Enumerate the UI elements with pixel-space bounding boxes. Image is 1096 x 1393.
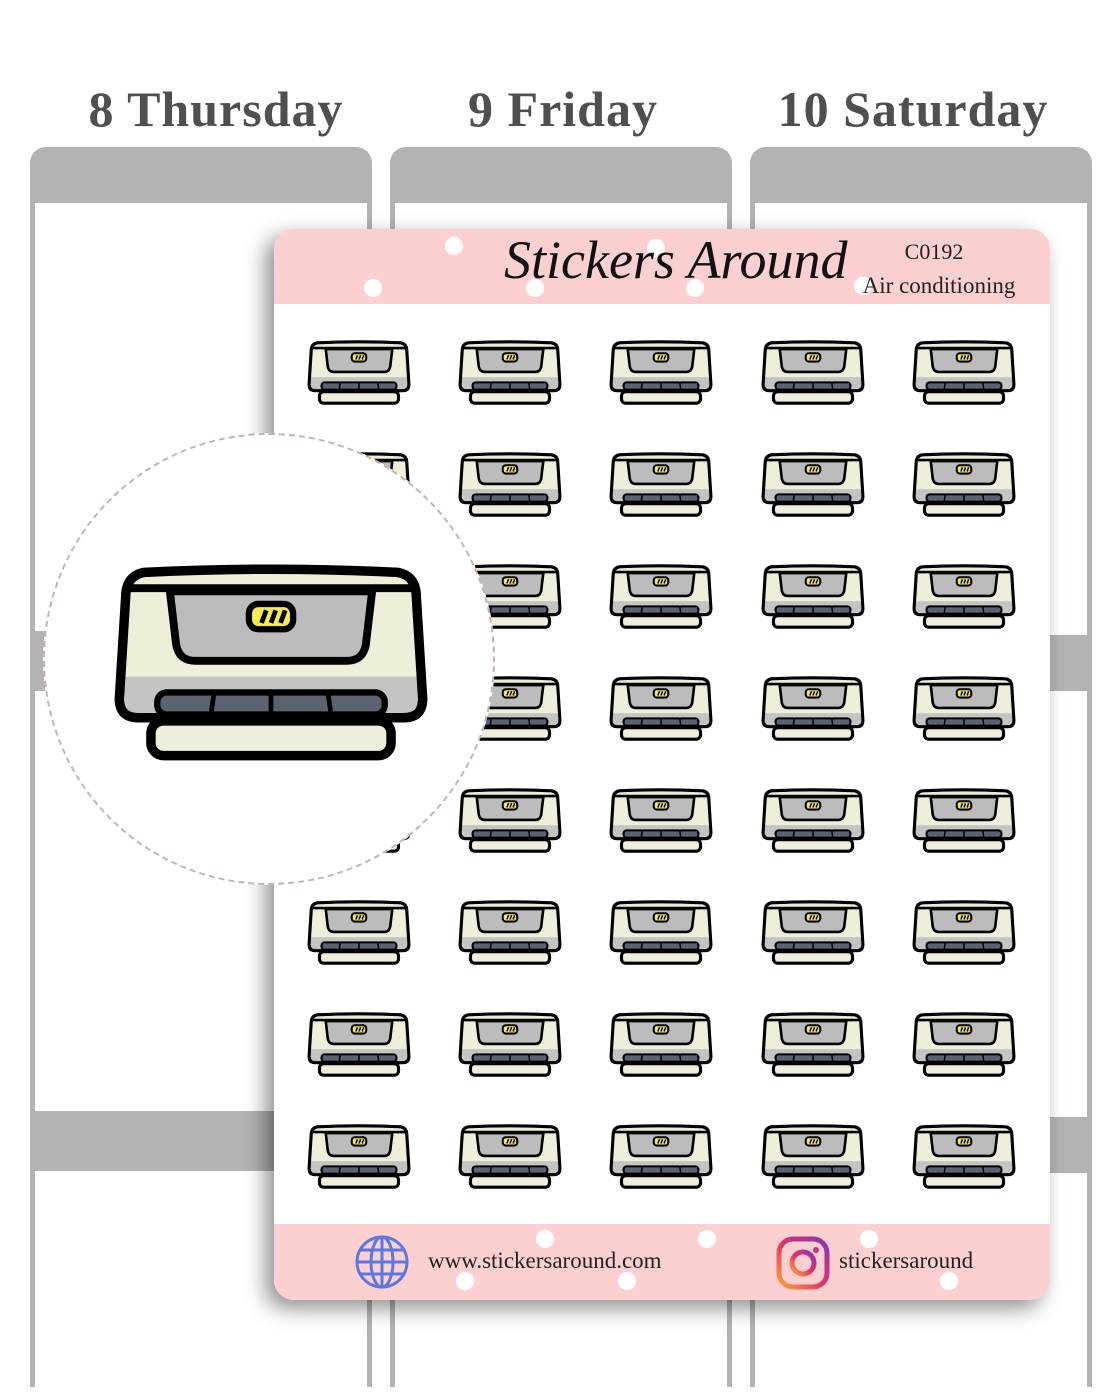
air-conditioner-icon — [761, 562, 865, 632]
sheet-header: Stickers Around C0192 Air conditioning — [274, 229, 1050, 304]
air-conditioner-icon — [609, 1122, 713, 1192]
air-conditioner-icon — [307, 898, 411, 968]
air-conditioner-icon — [609, 898, 713, 968]
air-conditioner-icon — [912, 1122, 1016, 1192]
day-header-saturday: 10 Saturday — [777, 81, 1049, 137]
air-conditioner-icon — [761, 1010, 865, 1080]
air-conditioner-icon — [761, 1122, 865, 1192]
instagram-handle[interactable]: stickersaround — [839, 1248, 974, 1273]
air-conditioner-icon — [609, 338, 713, 408]
brand-logo: Stickers Around — [504, 230, 848, 290]
air-conditioner-icon — [912, 562, 1016, 632]
air-conditioner-icon — [912, 450, 1016, 520]
air-conditioner-icon — [307, 1122, 411, 1192]
globe-icon — [355, 1235, 409, 1289]
day-header-friday: 9 Friday — [468, 81, 658, 137]
air-conditioner-icon — [761, 338, 865, 408]
air-conditioner-icon — [307, 338, 411, 408]
air-conditioner-icon — [458, 338, 562, 408]
air-conditioner-icon — [761, 450, 865, 520]
air-conditioner-icon — [912, 1010, 1016, 1080]
air-conditioner-icon — [609, 674, 713, 744]
air-conditioner-icon — [458, 786, 562, 856]
product-code: C0192 — [904, 239, 964, 264]
air-conditioner-icon — [609, 786, 713, 856]
product-name: Air conditioning — [862, 273, 1016, 298]
air-conditioner-icon — [912, 898, 1016, 968]
air-conditioner-icon — [912, 338, 1016, 408]
air-conditioner-icon — [458, 1010, 562, 1080]
air-conditioner-icon — [761, 786, 865, 856]
air-conditioner-icon — [307, 1010, 411, 1080]
air-conditioner-icon — [609, 1010, 713, 1080]
air-conditioner-icon-large — [113, 559, 429, 769]
air-conditioner-icon — [458, 1122, 562, 1192]
air-conditioner-icon — [458, 898, 562, 968]
air-conditioner-icon — [761, 674, 865, 744]
instagram-icon — [776, 1236, 830, 1290]
air-conditioner-icon — [912, 786, 1016, 856]
sheet-footer: www.stickersaround.com stickersaround — [274, 1224, 1050, 1300]
air-conditioner-icon — [609, 562, 713, 632]
website-link[interactable]: www.stickersaround.com — [428, 1248, 662, 1273]
air-conditioner-icon — [458, 450, 562, 520]
air-conditioner-icon — [912, 674, 1016, 744]
magnified-sticker-preview — [43, 433, 495, 885]
day-header-thursday: 8 Thursday — [88, 81, 344, 137]
air-conditioner-icon — [761, 898, 865, 968]
air-conditioner-icon — [609, 450, 713, 520]
